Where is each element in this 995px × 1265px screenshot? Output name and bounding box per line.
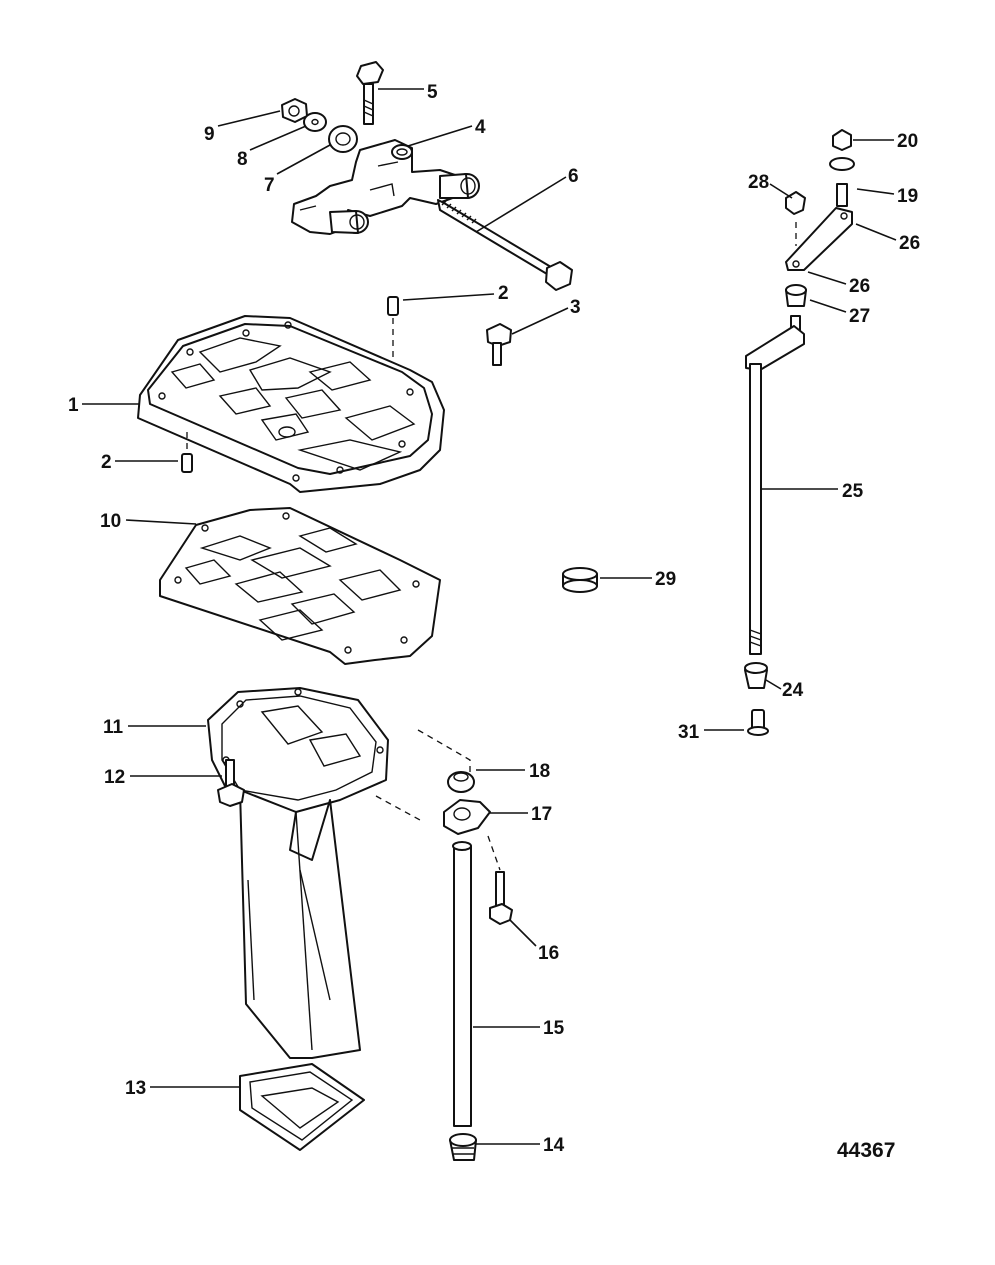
part-4-bracket (291, 139, 480, 235)
part-14-grommet (449, 1133, 477, 1161)
part-8-washer (303, 112, 327, 132)
callout-31: 31 (678, 722, 700, 743)
part-26-link (785, 183, 853, 271)
part-1-adapter-plate (137, 315, 445, 493)
callout-2-upper: 2 (498, 283, 509, 304)
part-13-seal (239, 1063, 365, 1151)
callout-27: 27 (849, 306, 870, 327)
part-10-gasket (159, 507, 441, 665)
callout-19: 19 (897, 186, 918, 207)
callout-15: 15 (543, 1018, 565, 1039)
callout-4: 4 (475, 117, 486, 138)
part-31-pin (747, 709, 769, 736)
callout-28: 28 (748, 172, 769, 193)
leader-lines (82, 88, 897, 1145)
callout-26-upper: 26 (899, 233, 920, 254)
callout-7: 7 (264, 175, 275, 196)
part-28-nut (785, 191, 806, 246)
part-6-long-bolt (437, 199, 573, 291)
part-16-screw (489, 871, 513, 925)
part-25-shift-rod (745, 315, 805, 655)
part-24-bushing (744, 662, 768, 689)
part-2-dowel-lower (181, 432, 193, 473)
callout-10: 10 (100, 511, 121, 532)
callout-9: 9 (204, 124, 215, 145)
callout-29: 29 (655, 569, 676, 590)
callout-16: 16 (538, 943, 559, 964)
callout-17: 17 (531, 804, 552, 825)
part-11-housing (207, 687, 389, 1059)
part-5-bolt (356, 61, 384, 125)
callout-3: 3 (570, 297, 581, 318)
callouts: 5 4 9 8 7 6 2 3 1 2 10 11 12 13 14 15 16… (68, 82, 920, 1156)
callout-1: 1 (68, 395, 79, 416)
callout-25: 25 (842, 481, 864, 502)
part-7-washer (328, 125, 358, 153)
part-27-bushing (785, 284, 807, 307)
callout-2-lower: 2 (101, 452, 112, 473)
callout-20: 20 (897, 131, 918, 152)
callout-13: 13 (125, 1078, 146, 1099)
callout-11: 11 (103, 717, 124, 738)
part-3-screw (486, 323, 512, 366)
callout-14: 14 (543, 1135, 565, 1156)
part-9-nut (281, 98, 308, 123)
part-12-screw (217, 759, 245, 807)
callout-24: 24 (782, 680, 804, 701)
part-18-grommet (447, 771, 475, 793)
part-15-tube (452, 841, 472, 1127)
callout-12: 12 (104, 767, 125, 788)
diagram-number: 44367 (837, 1139, 895, 1162)
part-17-retainer (443, 799, 491, 835)
part-20-nut (832, 129, 852, 151)
callout-8: 8 (237, 149, 248, 170)
callout-18: 18 (529, 761, 550, 782)
callout-26-lower: 26 (849, 276, 870, 297)
callout-5: 5 (427, 82, 438, 103)
callout-6: 6 (568, 166, 579, 187)
guide-lines (375, 729, 501, 871)
part-19-washer (829, 157, 855, 171)
part-29-grommet (562, 567, 598, 593)
